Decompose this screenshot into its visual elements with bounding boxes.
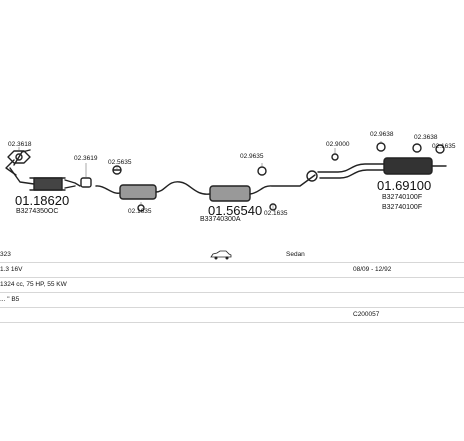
- rear-hanger-icon: [306, 142, 445, 182]
- front-gasket-icon: [7, 150, 31, 164]
- part-number-label: 01.56540: [208, 203, 262, 218]
- vehicle-specs: 1324 cc, 75 HP, 55 KW: [0, 281, 67, 288]
- oe-number-label: B33740300A: [200, 216, 241, 223]
- catalog-number: C200057: [353, 311, 380, 318]
- rear-silencer: [317, 157, 447, 179]
- clamp-icon: [80, 177, 92, 188]
- leader-lines: [18, 141, 382, 209]
- part-number-label: 01.69100: [377, 178, 431, 193]
- part-number-label: 02.1635: [128, 208, 152, 215]
- vehicle-model: 323: [0, 251, 11, 258]
- oe-number-label: B3274350OC: [16, 208, 58, 215]
- oe-number-label: B32740100F: [382, 194, 422, 201]
- center-silencer: [209, 174, 316, 202]
- front-pipe: [5, 149, 81, 191]
- vehicle-body: Sedan: [286, 251, 305, 258]
- exhaust-system-diagram: 02.3618 01.18620 B3274350OC 02.3619 02.5…: [5, 131, 456, 223]
- vehicle-row-model: 323 Sedan: [0, 248, 464, 263]
- part-number-label: 02.1635: [432, 143, 456, 150]
- part-number-label: 02.1635: [264, 210, 288, 217]
- vehicle-engine: 1.3 16V: [0, 266, 23, 273]
- part-number-label: 02.9000: [326, 141, 350, 148]
- vehicle-info-table: 323 Sedan 1.3 16V 08/09 - 12/92 1324 cc,…: [0, 248, 464, 323]
- part-number-label: 01.18620: [15, 193, 69, 208]
- vehicle-row-catalog: C200057: [0, 308, 464, 323]
- part-number-label: 02.5635: [108, 159, 132, 166]
- part-number-label: 02.3619: [74, 155, 98, 162]
- vehicle-years: 08/09 - 12/92: [353, 266, 392, 273]
- car-icon: [210, 250, 232, 260]
- vehicle-row-code: ... " B5: [0, 293, 464, 308]
- part-number-label: 02.3618: [8, 141, 32, 148]
- vehicle-row-specs: 1324 cc, 75 HP, 55 KW: [0, 278, 464, 293]
- part-number-label: 02.3638: [414, 134, 438, 141]
- vehicle-code: ... " B5: [0, 296, 20, 303]
- vehicle-row-engine: 1.3 16V 08/09 - 12/92: [0, 263, 464, 278]
- oe-number-label: B32740100F: [382, 204, 422, 211]
- part-number-label: 02.9638: [370, 131, 394, 138]
- part-number-label: 02.9635: [240, 153, 264, 160]
- pre-silencer: [95, 181, 211, 200]
